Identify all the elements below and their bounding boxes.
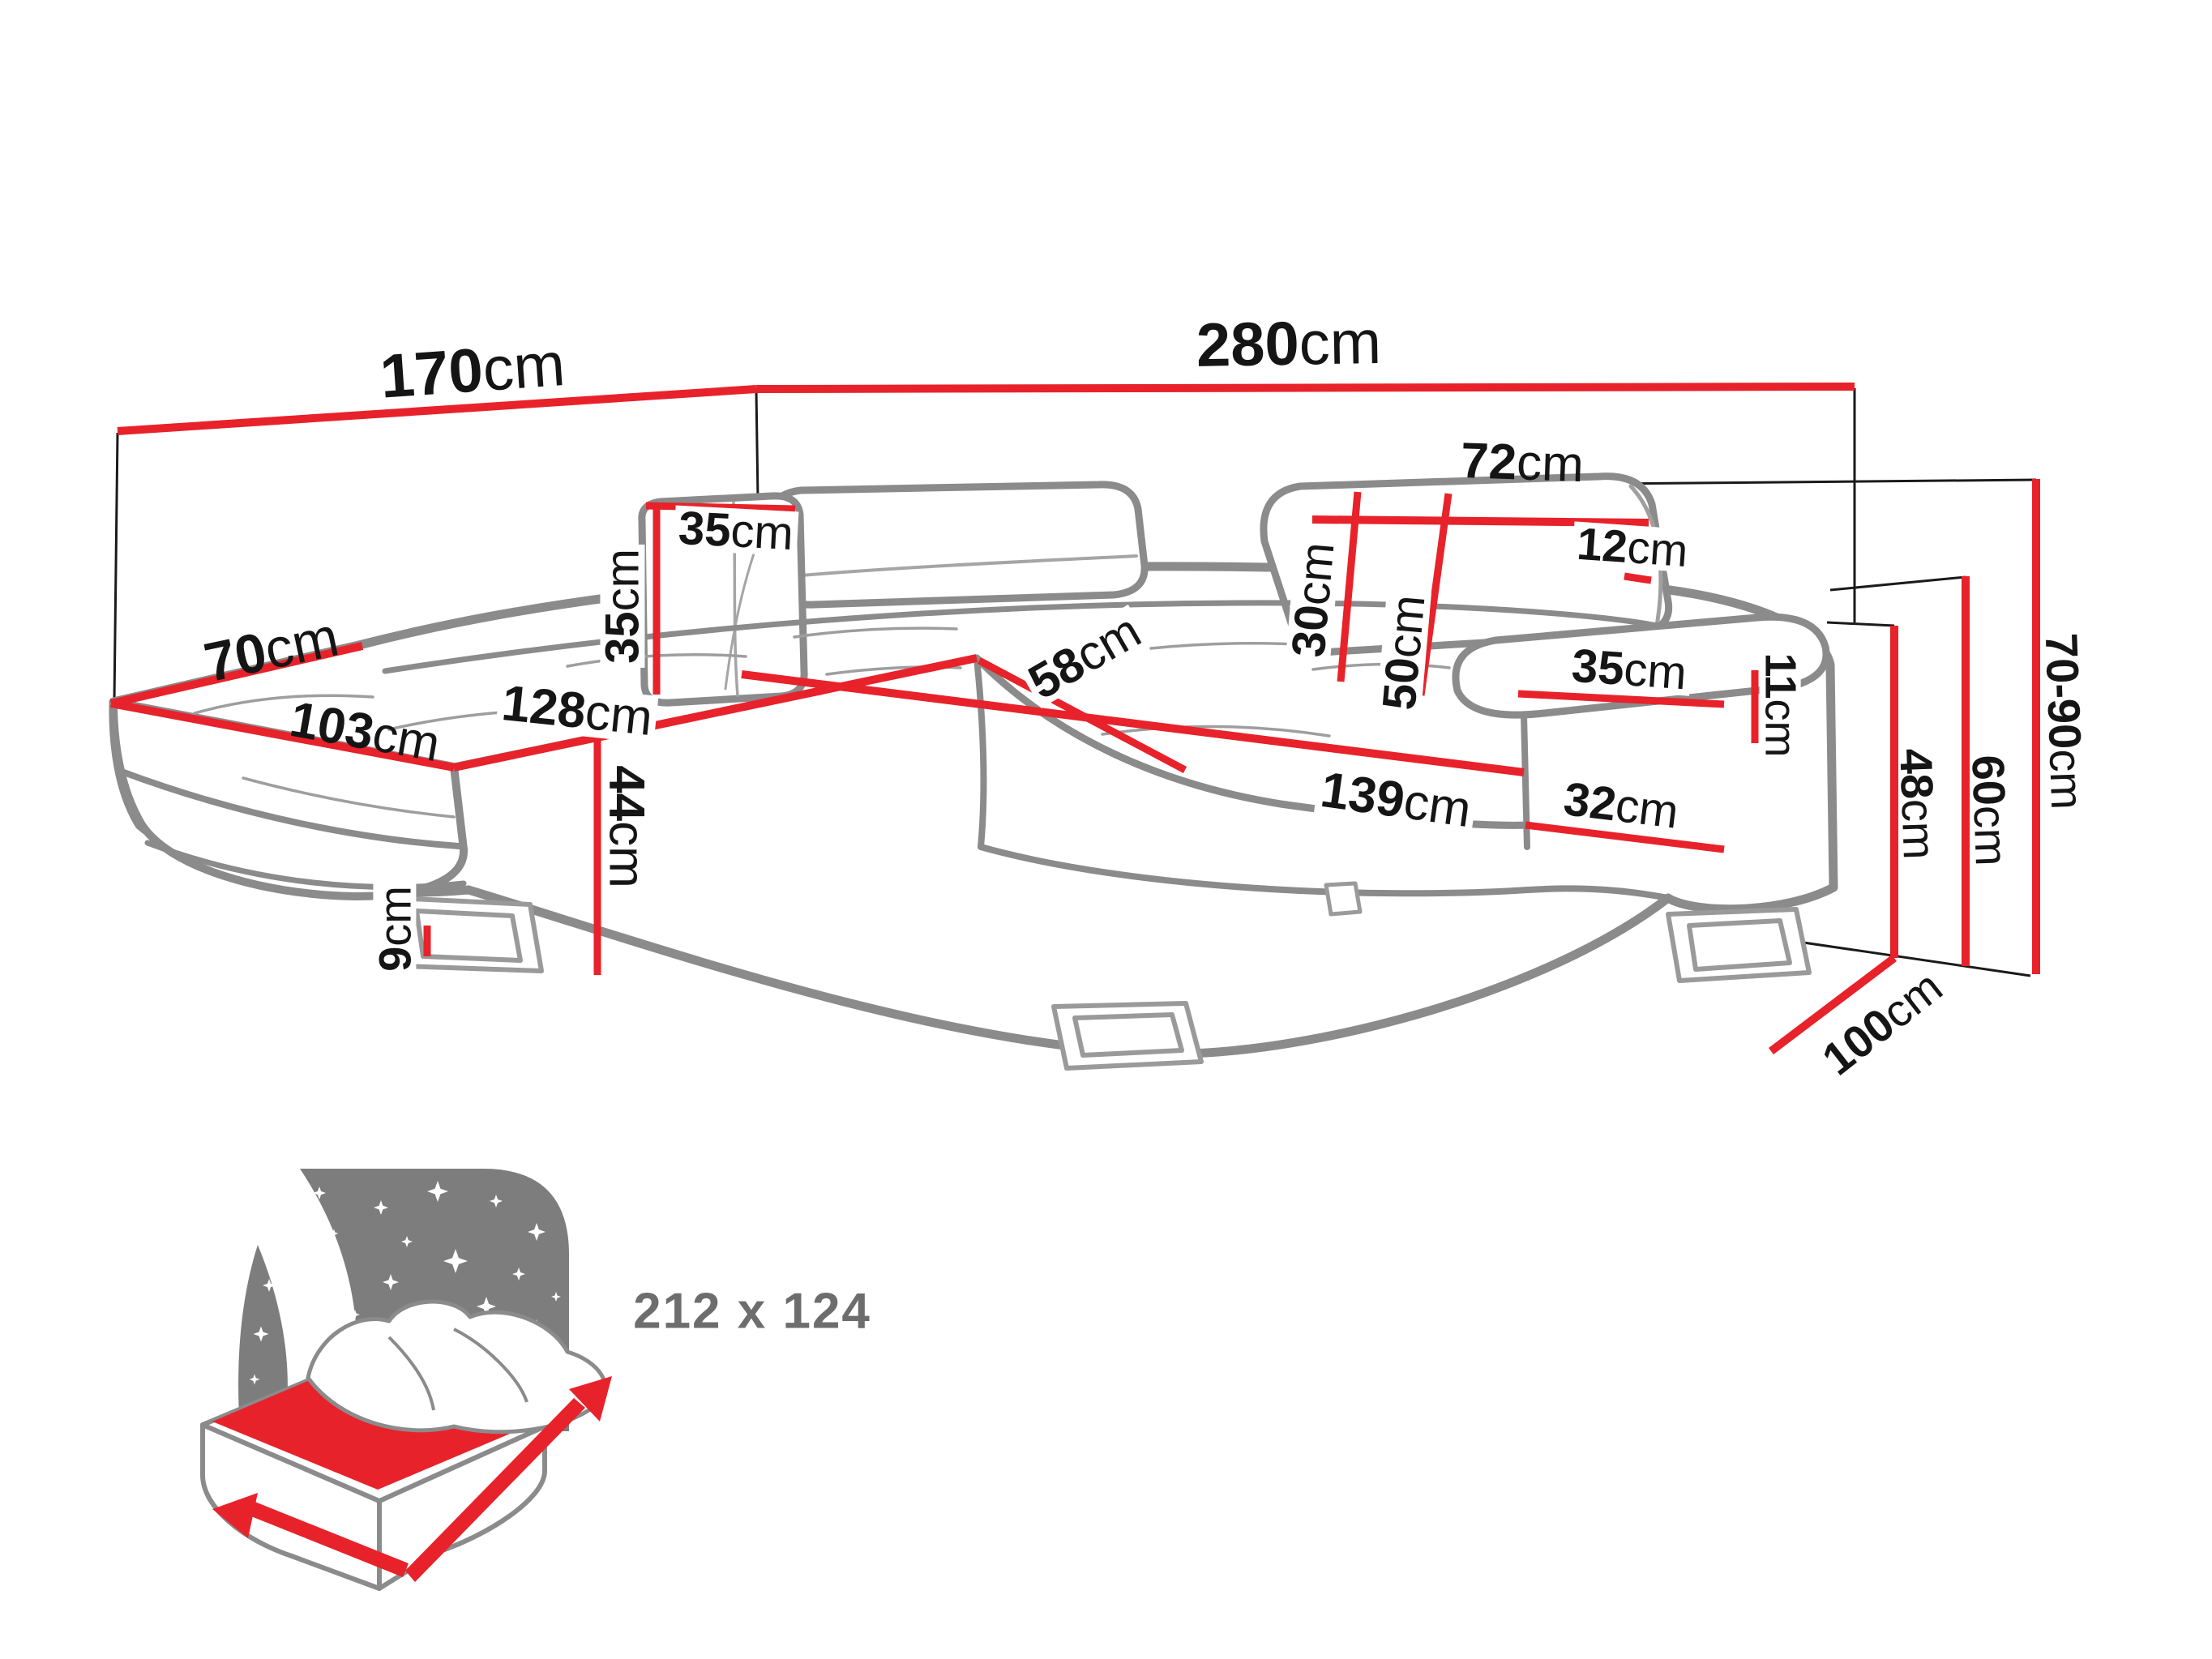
dim-label-width-total: 280cm <box>1196 307 1382 380</box>
dim-label-pillow-width: 35cm <box>673 502 799 560</box>
dim-label-armrest-front: 32cm <box>1557 772 1685 839</box>
bed-arrow-left-head <box>212 1493 258 1538</box>
dim-line-70 <box>109 642 364 708</box>
dim-line-103 <box>110 699 455 772</box>
backrest-height-reference-line <box>1829 575 1966 592</box>
bed-duvet-fold-1 <box>453 1328 528 1403</box>
headrest-left-seam <box>781 554 1138 579</box>
dim-line-32 <box>1525 821 1725 853</box>
bed-duvet-fold-2 <box>387 1336 435 1411</box>
dim-label-headrest-upper: 30cm <box>1281 536 1345 664</box>
headrest-left <box>768 481 1149 609</box>
dim-label-total-height: 70-90cm <box>2035 632 2094 810</box>
sleep-function-icon <box>200 1169 612 1591</box>
dim-label-depth-total: 170cm <box>378 330 567 412</box>
dim-label-leg-height: 9cm <box>369 882 420 976</box>
wall-corner-mid-line <box>755 390 759 500</box>
dim-line-30 <box>1337 491 1362 682</box>
dim-label-armrest-above-seat: 11cm <box>1756 648 1805 762</box>
sofa-legs <box>391 881 1812 1071</box>
dim-line-139 <box>741 670 1525 776</box>
wall-corner-left-line <box>113 432 119 701</box>
armrest-height-reference-line <box>1826 621 1895 627</box>
dim-label-headrest-lower: 50cm <box>1372 588 1435 716</box>
bed-size-label: 212 x 124 <box>633 1283 871 1340</box>
dim-line-50 <box>1417 493 1453 696</box>
dim-line-280 <box>755 383 1855 393</box>
dim-line-128 <box>452 654 978 772</box>
dimension-lines <box>109 383 2040 1054</box>
dim-label-headrest-thickness: 12cm <box>1571 518 1694 576</box>
seat-base-seam <box>978 844 1671 901</box>
bed-arrow-right-head <box>569 1376 612 1422</box>
dim-line-170 <box>117 385 757 435</box>
foot-middle <box>1324 881 1363 917</box>
dim-line-100 <box>1768 955 1898 1054</box>
dim-label-armrest-height: 48cm <box>1890 747 1945 861</box>
bed-duvet <box>306 1299 608 1435</box>
dim-label-backrest-height: 60cm <box>1962 754 2017 867</box>
night-panel-sliver <box>238 1245 288 1430</box>
corner-seat-left-edge <box>973 655 987 850</box>
chaise-front-block <box>109 698 468 900</box>
dim-label-armrest-top: 35cm <box>1566 639 1692 699</box>
dim-label-headrest-width: 72cm <box>1460 432 1585 494</box>
bed-size-arrows <box>212 1376 612 1582</box>
dim-label-pillow-height: 35cm <box>596 545 648 668</box>
chaise-base-seam <box>144 840 467 891</box>
dim-line-12 <box>1624 572 1652 584</box>
chaise-cushion-seam <box>118 768 462 849</box>
dim-label-seat-height: 44cm <box>598 761 654 892</box>
bed-icon <box>200 1299 612 1591</box>
dim-line-armrest-35 <box>1517 690 1725 708</box>
